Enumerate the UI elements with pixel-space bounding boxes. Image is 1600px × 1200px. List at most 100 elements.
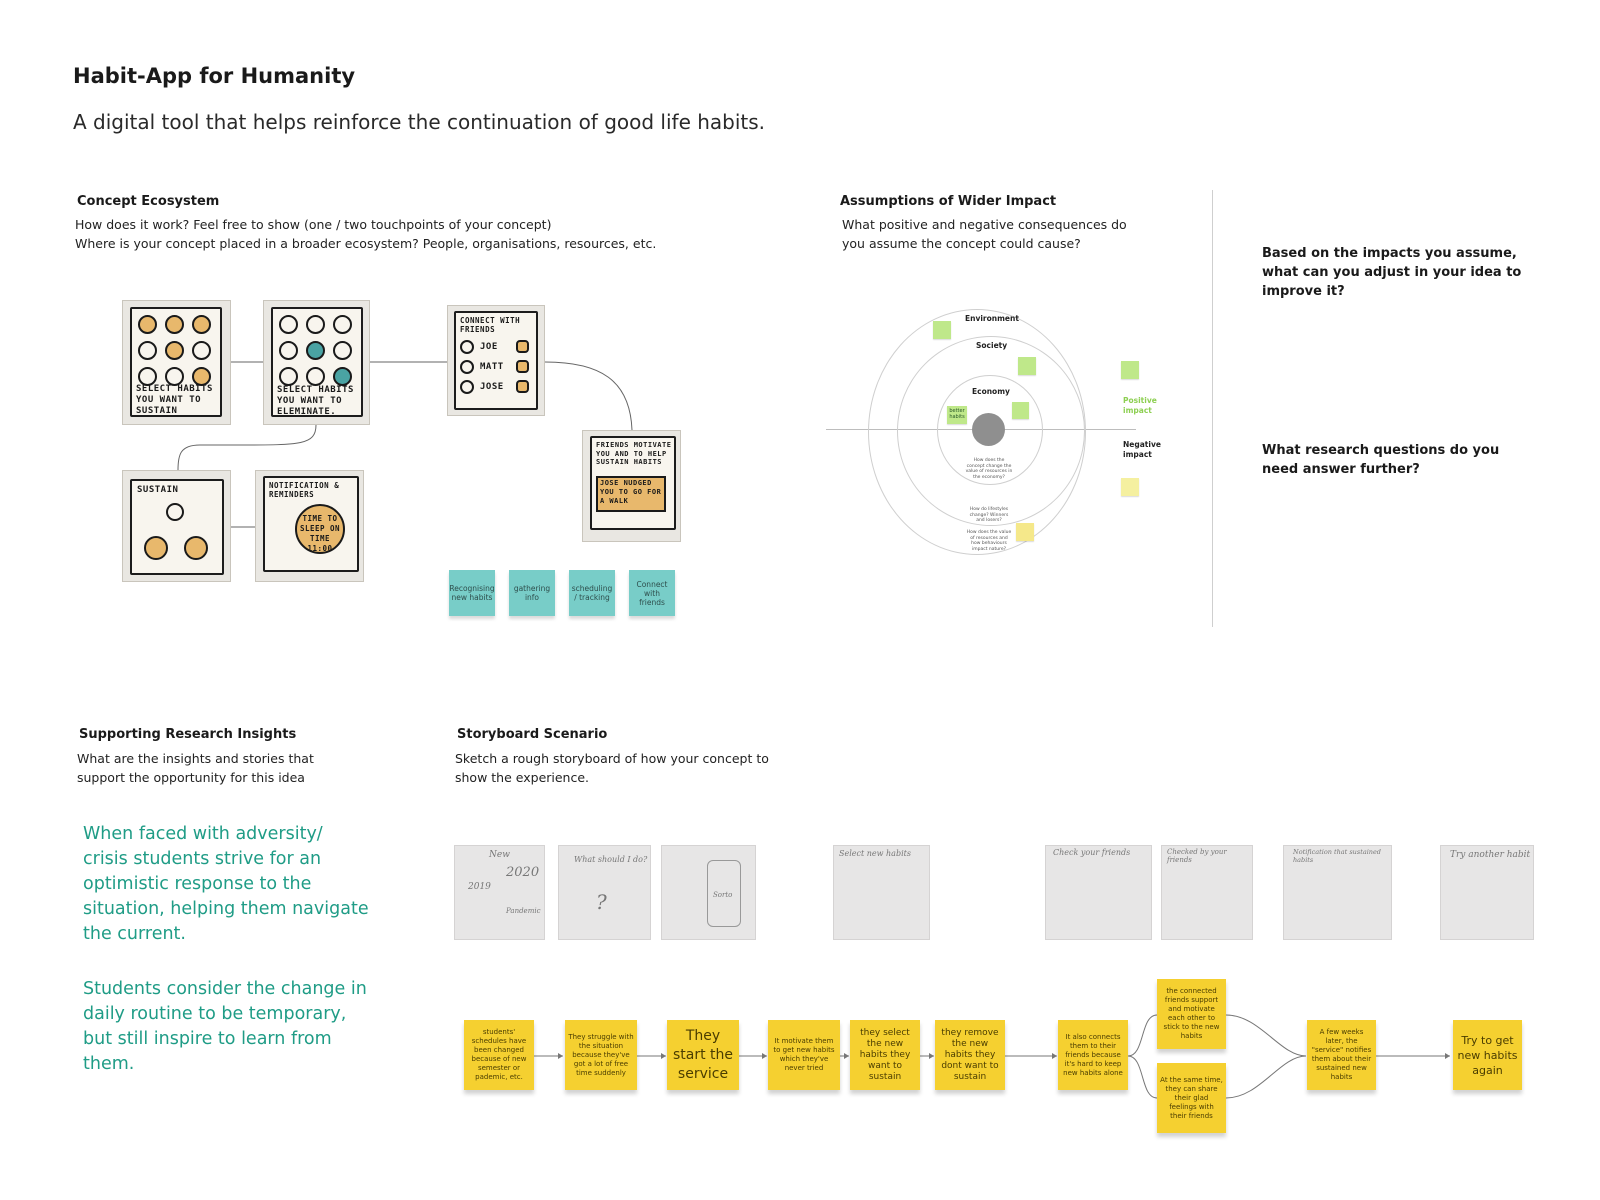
- phone-sketch-icon: [707, 860, 741, 927]
- nudge-card: [596, 476, 666, 512]
- ring-economy: [937, 375, 1043, 485]
- step-sticky: A few weeks later, the "service" notifie…: [1307, 1020, 1376, 1090]
- question-mark-icon: ?: [596, 890, 607, 914]
- storyboard-frame-1: New 2020 2019 Pandemic: [454, 845, 545, 940]
- step-sticky: students' schedules have been changed be…: [464, 1020, 534, 1090]
- sketch-connect-friends: CONNECT WITH FRIENDS JOE MATT JOSE: [447, 305, 545, 416]
- impact-description: What positive and negative consequences …: [842, 215, 1127, 253]
- storyboard-frame-4: Select new habits: [833, 845, 930, 940]
- environment-question: How does the value of resources and how …: [966, 530, 1012, 552]
- sketch-select-eliminate: SELECT HABITS YOU WANT TO ELEMINATE.: [263, 300, 370, 425]
- impact-line: What positive and negative consequences …: [842, 217, 1127, 232]
- walk-icon: [184, 536, 208, 560]
- column-divider: [1212, 190, 1213, 627]
- step-sticky: Try to get new habits again: [1453, 1020, 1522, 1090]
- concept-line: Where is your concept placed in a broade…: [75, 236, 657, 251]
- teal-sticky: Connect with friends: [629, 570, 675, 616]
- green-sticky-better-habits: better habits: [947, 406, 967, 424]
- step-sticky: they select the new habits they want to …: [850, 1020, 920, 1090]
- question-line: improve it?: [1262, 284, 1345, 299]
- sleep-icon: [144, 536, 168, 560]
- research-description: What are the insights and stories that s…: [77, 749, 314, 787]
- sketch-friends-motivate: FRIENDS MOTIVATE YOU AND TO HELP SUSTAIN…: [582, 430, 681, 542]
- friend-name: JOSE: [480, 382, 504, 392]
- board-subtitle: A digital tool that helps reinforce the …: [73, 110, 766, 134]
- step-sticky: the connected friends support and motiva…: [1157, 979, 1226, 1049]
- adjust-idea-question: Based on the impacts you assume, what ca…: [1262, 244, 1521, 301]
- step-sticky: It motivate them to get new habits which…: [768, 1020, 840, 1090]
- negative-impact-label: Negative impact: [1123, 440, 1161, 459]
- frame-text: What should I do?: [574, 855, 648, 864]
- frame-text: Select new habits: [839, 849, 911, 858]
- habit-icon: [279, 341, 298, 360]
- habit-icon: [333, 367, 352, 386]
- add-icon: [516, 340, 529, 353]
- insight-line: Students consider the change in: [83, 979, 367, 999]
- frame-text: Notification that sustained habits: [1293, 848, 1381, 864]
- insight-routine: Students consider the change in daily ro…: [83, 977, 367, 1077]
- economy-question: How does the concept change the value of…: [965, 458, 1013, 480]
- avatar-icon: [166, 503, 184, 521]
- habit-icon: [306, 367, 325, 386]
- ring-label-environment: Environment: [965, 314, 1019, 323]
- frame-text: Check your friends: [1053, 848, 1131, 857]
- impact-heading: Assumptions of Wider Impact: [840, 194, 1057, 209]
- sticky-text: better habits: [949, 408, 965, 420]
- habit-icon: [333, 341, 352, 360]
- avatar-icon: [460, 360, 474, 374]
- storyboard-frame-3: Sorto: [661, 845, 756, 940]
- habit-icon: [192, 315, 211, 334]
- sketch-caption: SELECT HABITS YOU WANT TO ELEMINATE.: [277, 385, 354, 417]
- ring-label-society: Society: [976, 341, 1008, 350]
- storyboard-heading: Storyboard Scenario: [457, 727, 608, 742]
- habit-icon: [279, 315, 298, 334]
- habit-icon: [138, 341, 157, 360]
- insight-line: the current.: [83, 924, 186, 944]
- sketch-caption: CONNECT WITH FRIENDS: [460, 316, 521, 334]
- frame-text: 2020: [506, 865, 540, 880]
- positive-sticky: [1121, 361, 1139, 379]
- add-icon: [516, 360, 529, 373]
- green-sticky: [933, 321, 951, 339]
- sketch-caption: SUSTAIN: [137, 485, 179, 495]
- frame-text: Sorto: [713, 891, 733, 899]
- storyboard-frame-5: Check your friends: [1045, 845, 1152, 940]
- habit-icon: [165, 315, 184, 334]
- habit-icon: [306, 315, 325, 334]
- avatar-icon: [460, 380, 474, 394]
- ring-society: [897, 336, 1085, 526]
- impact-line: you assume the concept could cause?: [842, 236, 1081, 251]
- ring-environment: [868, 309, 1086, 555]
- sketch-caption: SELECT HABITS YOU WANT TO SUSTAIN: [136, 384, 213, 416]
- step-sticky: It also connects them to their friends b…: [1058, 1020, 1128, 1090]
- society-question: How do lifestyles change? Winners and lo…: [969, 507, 1009, 523]
- reminder-badge: [295, 504, 345, 554]
- habit-icon: [333, 315, 352, 334]
- concept-description: How does it work? Feel free to show (one…: [75, 215, 656, 253]
- question-line: What research questions do you: [1262, 443, 1500, 458]
- nudge-text: JOSE NUDGED YOU TO GO FOR A WALK: [600, 479, 662, 505]
- storyboard-frame-7: Notification that sustained habits: [1283, 845, 1392, 940]
- negative-sticky: [1121, 478, 1139, 496]
- habit-icon: [165, 341, 184, 360]
- insight-line: situation, helping them navigate: [83, 899, 369, 919]
- insight-line: but still inspire to learn from: [83, 1029, 332, 1049]
- storyboard-frame-8: Try another habit: [1440, 845, 1534, 940]
- habit-icon: [306, 341, 325, 360]
- reminder-text: TIME TO SLEEP ON TIME 11:00: [299, 514, 341, 553]
- research-questions-question: What research questions do you need answ…: [1262, 441, 1499, 479]
- sketch-caption: FRIENDS MOTIVATE YOU AND TO HELP SUSTAIN…: [596, 441, 672, 466]
- step-sticky: They start the service: [667, 1020, 739, 1090]
- question-line: Based on the impacts you assume,: [1262, 246, 1517, 261]
- insight-adversity: When faced with adversity/ crisis studen…: [83, 822, 369, 947]
- habit-icon: [138, 367, 157, 386]
- frame-text: 2019: [468, 882, 491, 892]
- question-line: what can you adjust in your idea to: [1262, 265, 1522, 280]
- sketch-select-sustain: SELECT HABITS YOU WANT TO SUSTAIN: [122, 300, 231, 425]
- avatar-icon: [460, 340, 474, 354]
- question-line: need answer further?: [1262, 462, 1420, 477]
- habit-icon: [192, 367, 211, 386]
- yellow-mini-sticky: [1016, 523, 1034, 541]
- insight-line: daily routine to be temporary,: [83, 1004, 347, 1024]
- insight-line: them.: [83, 1054, 135, 1074]
